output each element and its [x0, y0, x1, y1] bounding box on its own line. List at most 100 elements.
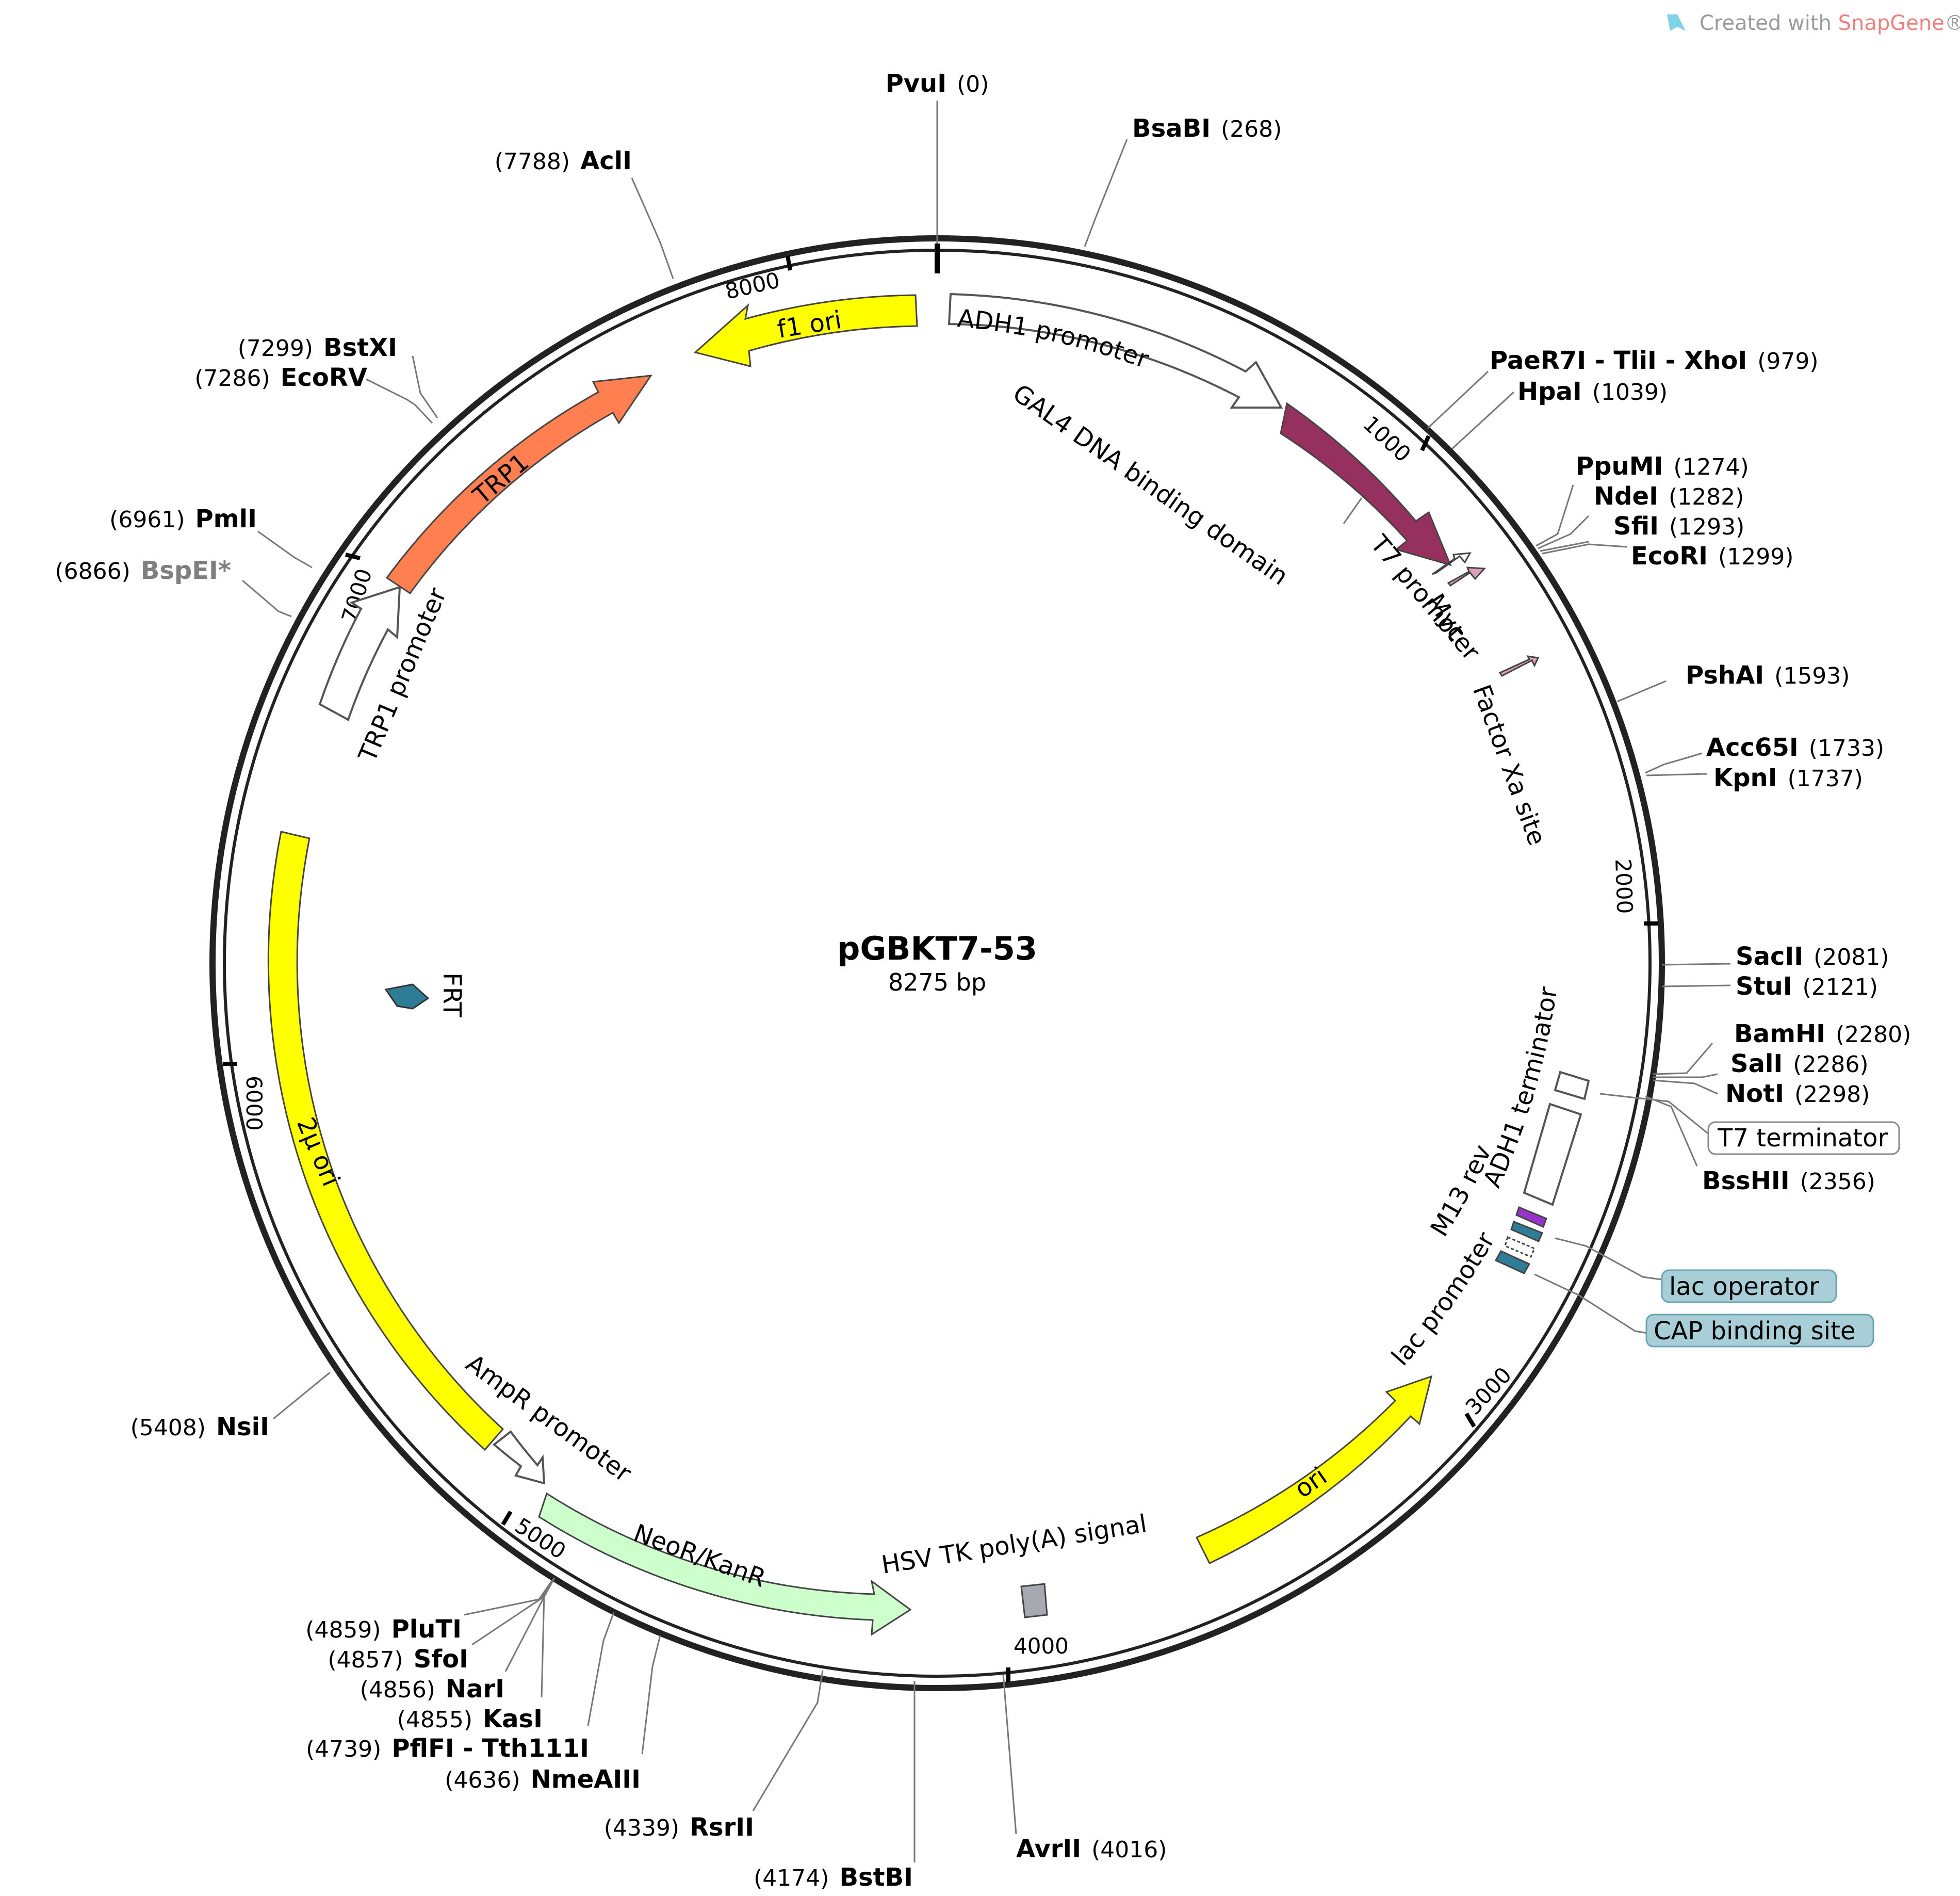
- tick-label-4000: 4000: [1014, 1633, 1069, 1659]
- site-stui: StuI(2121): [1736, 972, 1878, 1001]
- leader-acli: [631, 177, 674, 279]
- leader-t7term: [1599, 1093, 1710, 1136]
- t7-terminator-callout: T7 terminator: [1707, 1121, 1900, 1155]
- adh1-promoter-arrow: [948, 293, 1283, 409]
- t7-terminator-box: [1554, 1071, 1590, 1100]
- site-pvui: PvuI(0): [886, 69, 989, 98]
- cap-binding-site-label: CAP binding site: [1654, 1317, 1855, 1346]
- site-paer7i: PaeR7I - TliI - XhoI(979): [1490, 346, 1819, 375]
- leader-pflfi: [587, 1612, 615, 1726]
- leader-nari: [504, 1578, 555, 1672]
- hsv-tk-polya-box: [1020, 1583, 1048, 1618]
- frt-label: FRT: [437, 973, 466, 1017]
- neo-kanr-arrow: [538, 1492, 912, 1636]
- leader-stui: [1661, 984, 1731, 987]
- site-nari: (4856)NarI: [360, 1675, 504, 1704]
- f1-ori-arrow: [693, 294, 918, 367]
- factor-xa-label: Factor Xa site: [1467, 681, 1551, 849]
- leader-rsrii: [752, 1670, 824, 1811]
- ori-arrow: [1195, 1375, 1433, 1564]
- leader-nsii: [273, 1371, 331, 1420]
- leader-bstxi: [412, 355, 438, 418]
- gal4-dbd-label: GAL4 DNA binding domain: [1007, 379, 1293, 591]
- site-sali: SalI(2286): [1730, 1049, 1869, 1078]
- site-pflfi: (4739)PflFI - Tth111I: [306, 1734, 589, 1763]
- credit-prefix: Created with: [1700, 11, 1838, 35]
- leader-sfii: [1540, 541, 1589, 552]
- gal4-leader: [1343, 497, 1363, 524]
- leader-avrii: [1002, 1674, 1017, 1835]
- site-noti: NotI(2298): [1725, 1079, 1870, 1108]
- site-sfii: SfiI(1293): [1613, 512, 1744, 541]
- site-nsii: (5408)NsiI: [130, 1413, 269, 1441]
- leader-paer7i: [1427, 370, 1489, 429]
- site-pluti: (4859)PluTI: [305, 1615, 462, 1644]
- tick-label-8000: 8000: [723, 267, 782, 304]
- tick-label-6000: 6000: [241, 1076, 267, 1131]
- cap-binding-site-callout: CAP binding site: [1645, 1314, 1874, 1348]
- tick-mark-7000: [345, 553, 361, 560]
- svg-text:M13 rev: M13 rev: [1425, 1140, 1497, 1241]
- t7-terminator-label: T7 terminator: [1717, 1124, 1888, 1153]
- t7-promoter-arrow: [1432, 552, 1472, 575]
- leader-bspei: [242, 579, 292, 618]
- ampr-promoter-arrow: [492, 1430, 546, 1485]
- site-sacii: SacII(2081): [1736, 942, 1889, 971]
- myc-tag-arrow: [1447, 566, 1487, 587]
- leader-sfoi: [471, 1579, 554, 1646]
- frt-arrow: [384, 983, 430, 1010]
- site-pshai: PshAI(1593): [1686, 661, 1850, 690]
- credit-brand: SnapGene: [1838, 11, 1945, 35]
- leader-kpni: [1646, 773, 1708, 776]
- site-rsrii: (4339)RsrII: [604, 1813, 754, 1842]
- site-acli: (7788)AclI: [495, 147, 632, 175]
- leader-lacop: [1555, 1237, 1661, 1281]
- leader-sali: [1653, 1073, 1718, 1078]
- m13-rev-label: M13 rev: [1425, 1140, 1497, 1241]
- site-ecorv: (7286)EcoRV: [194, 363, 367, 392]
- t7-terminator-label-box: [1707, 1121, 1900, 1155]
- tick-label-2000: 2000: [1610, 858, 1638, 915]
- svg-text:Created with SnapGene®: Created with SnapGene®: [1700, 11, 1960, 35]
- site-kpni: KpnI(1737): [1713, 764, 1863, 792]
- cap-binding-site-label-box: [1645, 1314, 1874, 1348]
- gal4-dbd-arrow: [1280, 402, 1452, 566]
- site-acc65i: Acc65I(1733): [1706, 733, 1884, 762]
- m13-rev-arrow: [1515, 1206, 1547, 1228]
- lac-promoter-label: lac promoter: [1386, 1227, 1500, 1371]
- svg-text:lac promoter: lac promoter: [1386, 1227, 1500, 1371]
- leader-cap: [1534, 1273, 1651, 1335]
- site-ppumi: PpuMI(1274): [1576, 452, 1749, 481]
- adh1-terminator-box: [1523, 1103, 1582, 1206]
- two-micron-ori-bar: [267, 831, 504, 1451]
- leader-pshai: [1616, 680, 1667, 703]
- leader-lines: [242, 101, 1731, 1862]
- leader-bsabi: [1084, 139, 1128, 247]
- lac-operator-label: lac operator: [1669, 1272, 1819, 1301]
- leader-bsshii: [1645, 1095, 1698, 1166]
- plasmid-name: pGBKT7-53: [837, 930, 1037, 967]
- credit-suffix: ®: [1945, 11, 1960, 35]
- trp1-promoter-arrow: [318, 586, 401, 721]
- leader-ndei: [1538, 515, 1590, 549]
- tick-mark-3000: [1464, 1412, 1476, 1428]
- leader-nmeaiii: [641, 1635, 661, 1755]
- leader-sacii: [1661, 963, 1731, 966]
- leader-hpai: [1451, 391, 1515, 450]
- site-bsabi: BsaBI(268): [1132, 114, 1282, 143]
- site-kasi: (4855)KasI: [397, 1705, 543, 1733]
- leader-acc65i: [1645, 752, 1703, 774]
- trp1-arrow: [385, 375, 653, 595]
- cap-binding-site-box: [1494, 1250, 1531, 1274]
- site-hpai: HpaI(1039): [1517, 377, 1668, 406]
- leader-ppumi: [1536, 484, 1574, 547]
- plasmid-size: 8275 bp: [888, 968, 986, 996]
- site-pmli: (6961)PmlI: [109, 505, 257, 533]
- site-ndei: NdeI(1282): [1594, 482, 1744, 511]
- site-bstbi: (4174)BstBI: [754, 1863, 913, 1892]
- tick-label-1000: 1000: [1358, 411, 1416, 467]
- lac-operator-label-box: [1661, 1269, 1837, 1303]
- site-ecori: EcoRI(1299): [1631, 542, 1793, 571]
- site-bspei: (6866)BspEI*: [55, 556, 231, 585]
